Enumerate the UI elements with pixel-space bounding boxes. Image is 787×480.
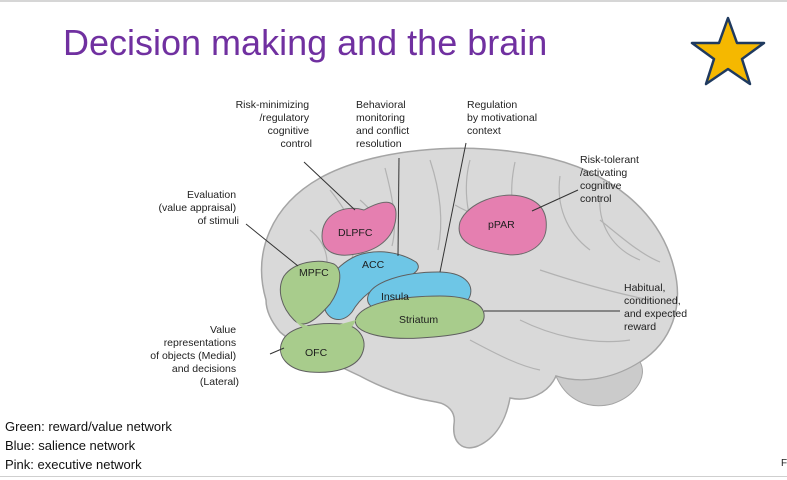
mpfc-label: MPFC: [299, 267, 329, 279]
leader-value-reps: [269, 347, 285, 355]
legend-green: Green: reward/value network: [5, 419, 172, 434]
dlpfc-region: [321, 201, 397, 256]
leader-behavioral: [397, 157, 400, 257]
callout-risk-minimizing: Risk-minimizing /regulatory cognitive co…: [236, 99, 312, 150]
network-legend: Green: reward/value network Blue: salien…: [5, 417, 172, 474]
mpfc-region: [279, 260, 341, 325]
callout-value-representations: Value representations of objects (Medial…: [150, 324, 239, 388]
slide-title: Decision making and the brain: [63, 22, 548, 63]
leader-regulation: [439, 142, 467, 273]
ppar-label: pPAR: [488, 219, 515, 231]
callout-habitual: Habitual, conditioned, and expected rewa…: [624, 282, 690, 333]
dlpfc-label: DLPFC: [338, 227, 373, 239]
bottom-divider: [0, 476, 787, 477]
ppar-region: [458, 194, 547, 256]
callout-evaluation: Evaluation (value appraisal) of stimuli: [158, 189, 239, 227]
ofc-label: OFC: [305, 347, 328, 359]
legend-pink: Pink: executive network: [5, 457, 142, 472]
acc-label: ACC: [362, 259, 385, 271]
callout-risk-tolerant: Risk-tolerant /activating cognitive cont…: [580, 154, 642, 205]
green-connector: [294, 318, 356, 334]
page-marker: F: [781, 458, 787, 469]
cerebellum: [555, 361, 643, 407]
leader-risk-tolerant: [531, 189, 579, 212]
star-icon: [690, 16, 766, 86]
striatum-label: Striatum: [399, 314, 438, 326]
legend-blue: Blue: salience network: [5, 438, 136, 453]
ofc-region: [280, 323, 365, 373]
striatum-region: [354, 295, 485, 339]
callout-behavioral: Behavioral monitoring and conflict resol…: [356, 99, 412, 150]
leader-evaluation: [245, 223, 299, 267]
leader-lines: [245, 142, 620, 355]
acc-region: [322, 251, 419, 320]
callout-regulation: Regulation by motivational context: [467, 99, 540, 137]
leader-risk-minimizing: [303, 161, 356, 211]
insula-label: Insula: [381, 291, 409, 303]
top-divider: [0, 0, 787, 2]
